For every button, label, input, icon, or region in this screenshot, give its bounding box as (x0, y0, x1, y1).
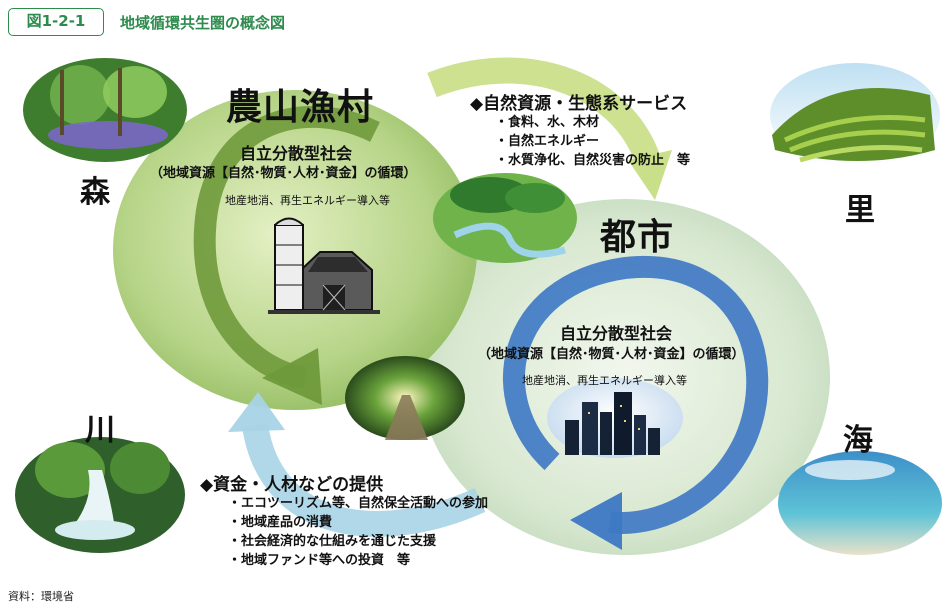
sea-photo (778, 451, 942, 555)
rural-society-detail: （地域資源【自然･物質･人材･資金】の循環） (150, 166, 417, 181)
list-item: ・水質浄化、自然災害の防止 等 (495, 153, 691, 168)
figure-number: 図1-2-1 (8, 8, 104, 36)
village-label: 里 (845, 193, 875, 228)
list-item: ・エコツーリズム等、自然保全活動への参加 (228, 496, 489, 511)
list-item: ・食料、水、木材 (495, 115, 600, 130)
sea-label: 海 (843, 423, 873, 458)
forest-photo (23, 58, 187, 162)
ecosystem-services-list: ・食料、水、木材 ・自然エネルギー ・水質浄化、自然災害の防止 等 (495, 113, 690, 170)
city-skyline-illustration (547, 378, 683, 458)
list-item: ・地域産品の消費 (228, 515, 333, 530)
ecosystem-services-arrowhead (628, 150, 672, 200)
ecosystem-services-arrow (427, 57, 661, 165)
railway-photo (345, 356, 465, 440)
urban-cycle-arrowhead (570, 492, 622, 550)
rural-society-title: 自立分散型社会 (240, 144, 353, 163)
funds-list: ・エコツーリズム等、自然保全活動への参加 ・地域産品の消費 ・社会経済的な仕組み… (228, 494, 488, 570)
river-photo (15, 437, 185, 553)
list-item: ・自然エネルギー (495, 134, 600, 149)
funds-title: ◆資金・人材などの提供 (200, 475, 384, 495)
rural-society-note: 地産地消、再生エネルギー導入等 (225, 194, 390, 207)
barn-silo-illustration (268, 217, 380, 314)
rural-cycle-arrow (193, 105, 380, 389)
source-note: 資料：環境省 (8, 590, 74, 603)
village-photo (770, 63, 940, 167)
landscape-photo (433, 173, 577, 263)
list-item: ・社会経済的な仕組みを通じた支援 (228, 534, 437, 549)
figure-title: 地域循環共生圏の概念図 (120, 14, 286, 32)
list-item: ・地域ファンド等への投資 等 (228, 553, 411, 568)
urban-label: 都市 (600, 217, 675, 258)
urban-society-note: 地産地消、再生エネルギー導入等 (522, 374, 687, 387)
urban-society-title: 自立分散型社会 (560, 324, 673, 343)
river-label: 川 (85, 413, 115, 448)
urban-society-detail: （地域資源【自然･物質･人材･資金】の循環） (478, 347, 745, 362)
ecosystem-services-title: ◆自然資源・生態系サービス (470, 94, 688, 114)
rural-label: 農山漁村 (226, 87, 375, 128)
rural-cycle-arrowhead (262, 348, 322, 405)
funds-arrow (242, 422, 486, 537)
urban-cycle-arrow (503, 255, 769, 534)
funds-arrowhead (228, 392, 285, 432)
forest-label: 森 (80, 175, 110, 210)
